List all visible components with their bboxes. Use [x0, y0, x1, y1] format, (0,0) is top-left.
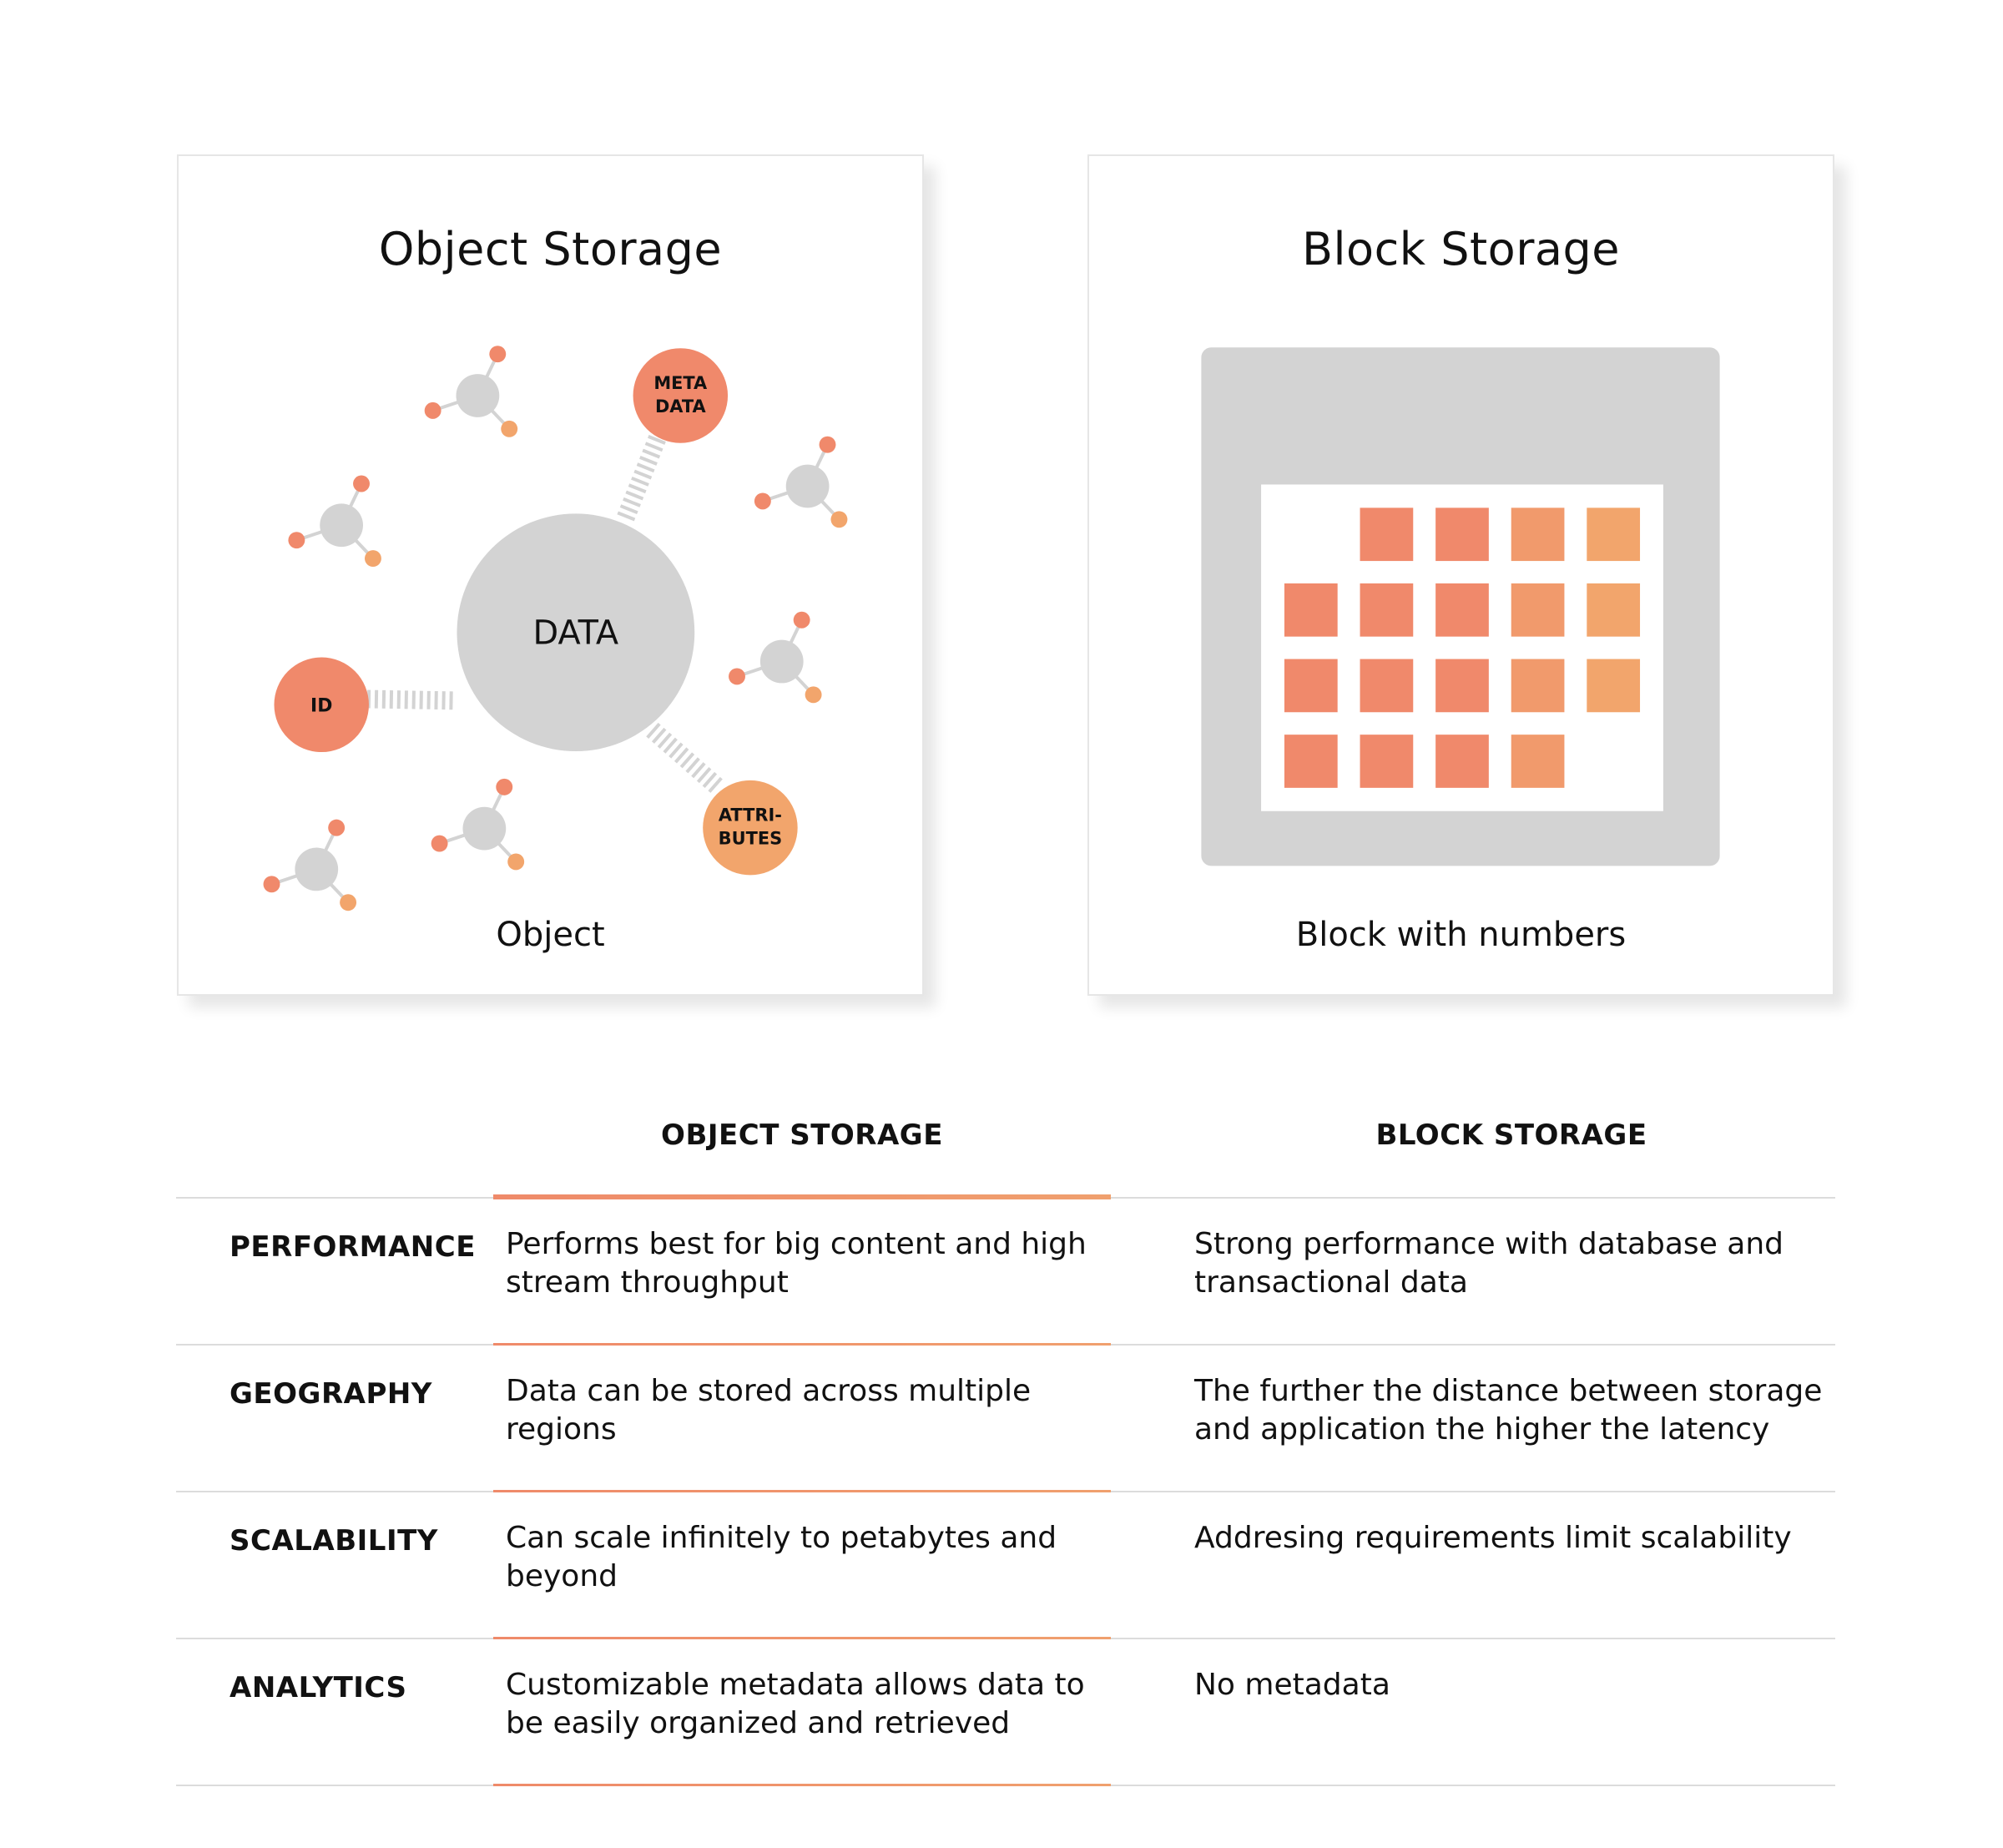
molecule-3: [752, 434, 850, 530]
block-square: [1284, 659, 1338, 713]
metadata-label-line1: META: [653, 373, 708, 393]
row-geography-object: Data can be stored across multiple regio…: [506, 1372, 1107, 1449]
block-squares: [1284, 507, 1641, 788]
cell-line: Data can be stored across multiple: [506, 1374, 1032, 1408]
molecule-1: [422, 344, 520, 439]
id-node: [274, 657, 369, 753]
block-diagram: [1201, 347, 1720, 866]
cell-line: transactional data: [1194, 1265, 1468, 1300]
block-square: [1587, 507, 1641, 562]
object-divider: [493, 1784, 1111, 1786]
block-square: [1511, 507, 1565, 562]
cell-line: Strong performance with database and: [1194, 1227, 1784, 1261]
object-storage-card: Object Storage DATA META DATA ID ATTRI- …: [177, 154, 924, 996]
object-divider: [493, 1343, 1111, 1346]
metadata-label-line2: DATA: [655, 396, 707, 417]
row-analytics-object: Customizable metadata allows data to be …: [506, 1666, 1107, 1743]
connector-metadata: [617, 422, 671, 522]
block-square: [1587, 583, 1641, 637]
row-label-scalability: SCALABILITY: [230, 1524, 438, 1558]
metadata-node: [633, 348, 729, 443]
object-caption: Object: [496, 916, 605, 954]
row-label-performance: PERFORMANCE: [230, 1230, 476, 1264]
object-divider: [493, 1490, 1111, 1492]
cell-line: be easily organized and retrieved: [506, 1706, 1011, 1740]
row-performance-block: Strong performance with database and tra…: [1194, 1225, 1845, 1302]
object-divider: [493, 1637, 1111, 1639]
attributes-label-line1: ATTRI-: [719, 805, 782, 826]
cell-line: No metadata: [1194, 1668, 1390, 1702]
data-label: DATA: [533, 614, 619, 653]
block-square: [1435, 735, 1489, 788]
molecule-6: [261, 817, 359, 913]
row-performance-object: Performs best for big content and high s…: [506, 1225, 1107, 1302]
row-label-analytics: ANALYTICS: [230, 1671, 407, 1704]
block-square: [1360, 507, 1414, 562]
cell-line: beyond: [506, 1559, 618, 1593]
block-square: [1435, 583, 1489, 637]
block-square: [1360, 659, 1414, 713]
block-storage-title: Block Storage: [1302, 223, 1620, 275]
row-analytics-block: No metadata: [1194, 1666, 1845, 1704]
attributes-node: [703, 780, 798, 876]
block-square: [1435, 507, 1489, 562]
header-block-storage: BLOCK STORAGE: [1375, 1118, 1647, 1152]
row-scalability-block: Addresing requirements limit scalability: [1194, 1519, 1845, 1558]
molecule-2: [286, 473, 383, 569]
molecule-4: [727, 609, 824, 705]
block-caption: Block with numbers: [1295, 916, 1627, 954]
cell-line: The further the distance between storage: [1194, 1374, 1823, 1408]
connector-id: [359, 689, 453, 710]
cell-line: Can scale infinitely to petabytes and: [506, 1521, 1057, 1555]
cell-line: stream throughput: [506, 1265, 789, 1300]
block-square: [1435, 659, 1489, 713]
object-storage-title: Object Storage: [378, 223, 723, 275]
row-label-geography: GEOGRAPHY: [230, 1377, 432, 1411]
id-label: ID: [310, 695, 332, 716]
block-square: [1511, 583, 1565, 637]
block-square: [1360, 735, 1414, 788]
block-square: [1360, 583, 1414, 637]
cell-line: and application the higher the latency: [1194, 1412, 1770, 1447]
block-square: [1587, 659, 1641, 713]
connector-attributes: [646, 722, 725, 795]
row-scalability-object: Can scale infinitely to petabytes and be…: [506, 1519, 1107, 1596]
object-divider: [493, 1194, 1111, 1199]
cell-line: Performs best for big content and high: [506, 1227, 1087, 1261]
block-square: [1284, 583, 1338, 637]
block-storage-card: Block Storage Block with numbers: [1087, 154, 1834, 996]
cell-line: Addresing requirements limit scalability: [1194, 1521, 1792, 1555]
cell-line: regions: [506, 1412, 617, 1447]
block-square: [1511, 735, 1565, 788]
block-square: [1511, 659, 1565, 713]
data-circle: [457, 513, 695, 752]
cell-line: Customizable metadata allows data to: [506, 1668, 1085, 1702]
row-geography-block: The further the distance between storage…: [1194, 1372, 1845, 1449]
header-object-storage: OBJECT STORAGE: [661, 1118, 943, 1152]
block-square: [1284, 735, 1338, 788]
molecule-5: [429, 776, 527, 872]
object-diagram: DATA META DATA ID ATTRI- BUTES: [261, 344, 850, 913]
attributes-label-line2: BUTES: [719, 829, 782, 849]
